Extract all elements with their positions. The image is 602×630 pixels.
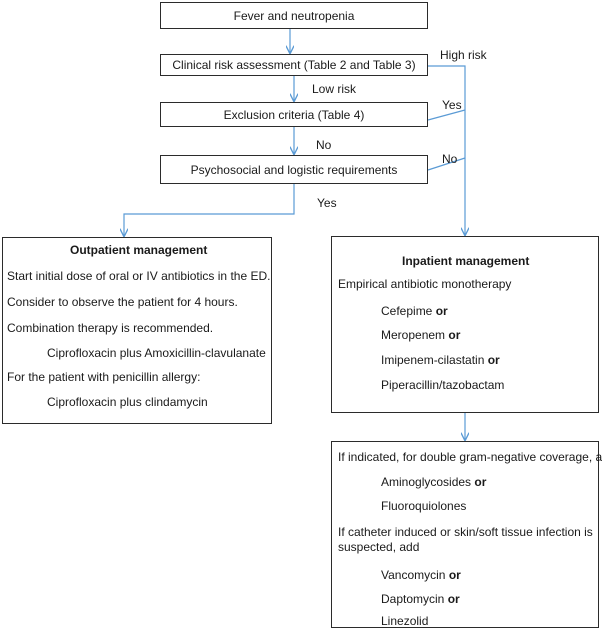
yes-psychosocial-label: Yes — [317, 196, 337, 210]
gram-negative-drug-2: Fluoroquiolones — [381, 499, 466, 513]
catheter-drug-2: Daptomycin or — [381, 592, 460, 606]
drug-name: Fluoroquiolones — [381, 499, 467, 513]
exclusion-text: Exclusion criteria (Table 4) — [223, 107, 365, 122]
inpatient-title: Inpatient management — [402, 254, 530, 268]
drug-name: Aminoglycosides — [381, 475, 472, 489]
fever-text: Fever and neutropenia — [233, 8, 355, 23]
drug-name: Daptomycin — [381, 592, 445, 606]
arrow-psychosocial-to-outpatient — [124, 184, 295, 236]
drug-name: Vancomycin — [381, 568, 446, 582]
drug-name: Cefepime — [381, 304, 433, 318]
drug-conj: or — [474, 475, 487, 489]
high-risk-label: High risk — [440, 48, 487, 62]
no-exclusion-label: No — [316, 138, 332, 152]
additions-box: If indicated, for double gram-negative c… — [331, 441, 602, 628]
psychosocial-text: Psychosocial and logistic requirements — [190, 162, 398, 177]
gram-negative-intro: If indicated, for double gram-negative c… — [338, 450, 602, 464]
outpatient-line-1: Start initial dose of oral or IV antibio… — [7, 269, 271, 283]
risk-assessment-box: Clinical risk assessment (Table 2 and Ta… — [160, 54, 428, 76]
drug-name: Meropenem — [381, 328, 446, 342]
drug-conj: or — [435, 304, 448, 318]
inpatient-drug-2: Meropenem or — [381, 328, 460, 342]
low-risk-label: Low risk — [312, 82, 357, 96]
drug-conj: or — [448, 328, 461, 342]
outpatient-line-4: For the patient with penicillin allergy: — [7, 370, 201, 384]
drug-name: Linezolid — [381, 614, 429, 628]
line-psychosocial-no — [427, 157, 466, 171]
inpatient-intro: Empirical antibiotic monotherapy — [338, 277, 512, 291]
outpatient-regimen-1: Ciprofloxacin plus Amoxicillin-clavulana… — [47, 346, 266, 360]
psychosocial-box: Psychosocial and logistic requirements — [160, 155, 428, 184]
no-psychosocial-label: No — [442, 152, 458, 166]
inpatient-box: Inpatient management Empirical antibioti… — [331, 236, 599, 413]
line-high-risk-branch — [428, 65, 466, 110]
risk-assessment-text: Clinical risk assessment (Table 2 and Ta… — [172, 58, 416, 72]
gram-negative-drug-1: Aminoglycosides or — [381, 475, 486, 489]
catheter-intro-line-2: suspected, add — [338, 540, 420, 554]
inpatient-drug-4: Piperacillin/tazobactam — [381, 378, 504, 392]
exclusion-box: Exclusion criteria (Table 4) — [160, 102, 428, 127]
drug-conj: or — [447, 592, 460, 606]
drug-conj: or — [487, 353, 500, 367]
outpatient-box: Outpatient management Start initial dose… — [2, 237, 272, 424]
catheter-drug-1: Vancomycin or — [381, 568, 461, 582]
outpatient-title: Outpatient management — [70, 243, 208, 257]
drug-name: Piperacillin/tazobactam — [381, 378, 505, 392]
outpatient-regimen-2: Ciprofloxacin plus clindamycin — [47, 395, 208, 409]
drug-conj: or — [448, 568, 461, 582]
yes-exclusion-label: Yes — [442, 98, 462, 112]
catheter-drug-3: Linezolid — [381, 614, 428, 628]
fever-box: Fever and neutropenia — [160, 2, 428, 29]
inpatient-drug-1: Cefepime or — [381, 304, 448, 318]
catheter-intro-line-1: If catheter induced or skin/soft tissue … — [338, 525, 593, 539]
drug-name: Imipenem-cilastatin — [381, 353, 485, 367]
outpatient-line-3: Combination therapy is recommended. — [7, 321, 214, 335]
line-exclusion-yes — [427, 109, 466, 121]
inpatient-drug-3: Imipenem-cilastatin or — [381, 353, 500, 367]
outpatient-line-2: Consider to observe the patient for 4 ho… — [7, 295, 238, 309]
